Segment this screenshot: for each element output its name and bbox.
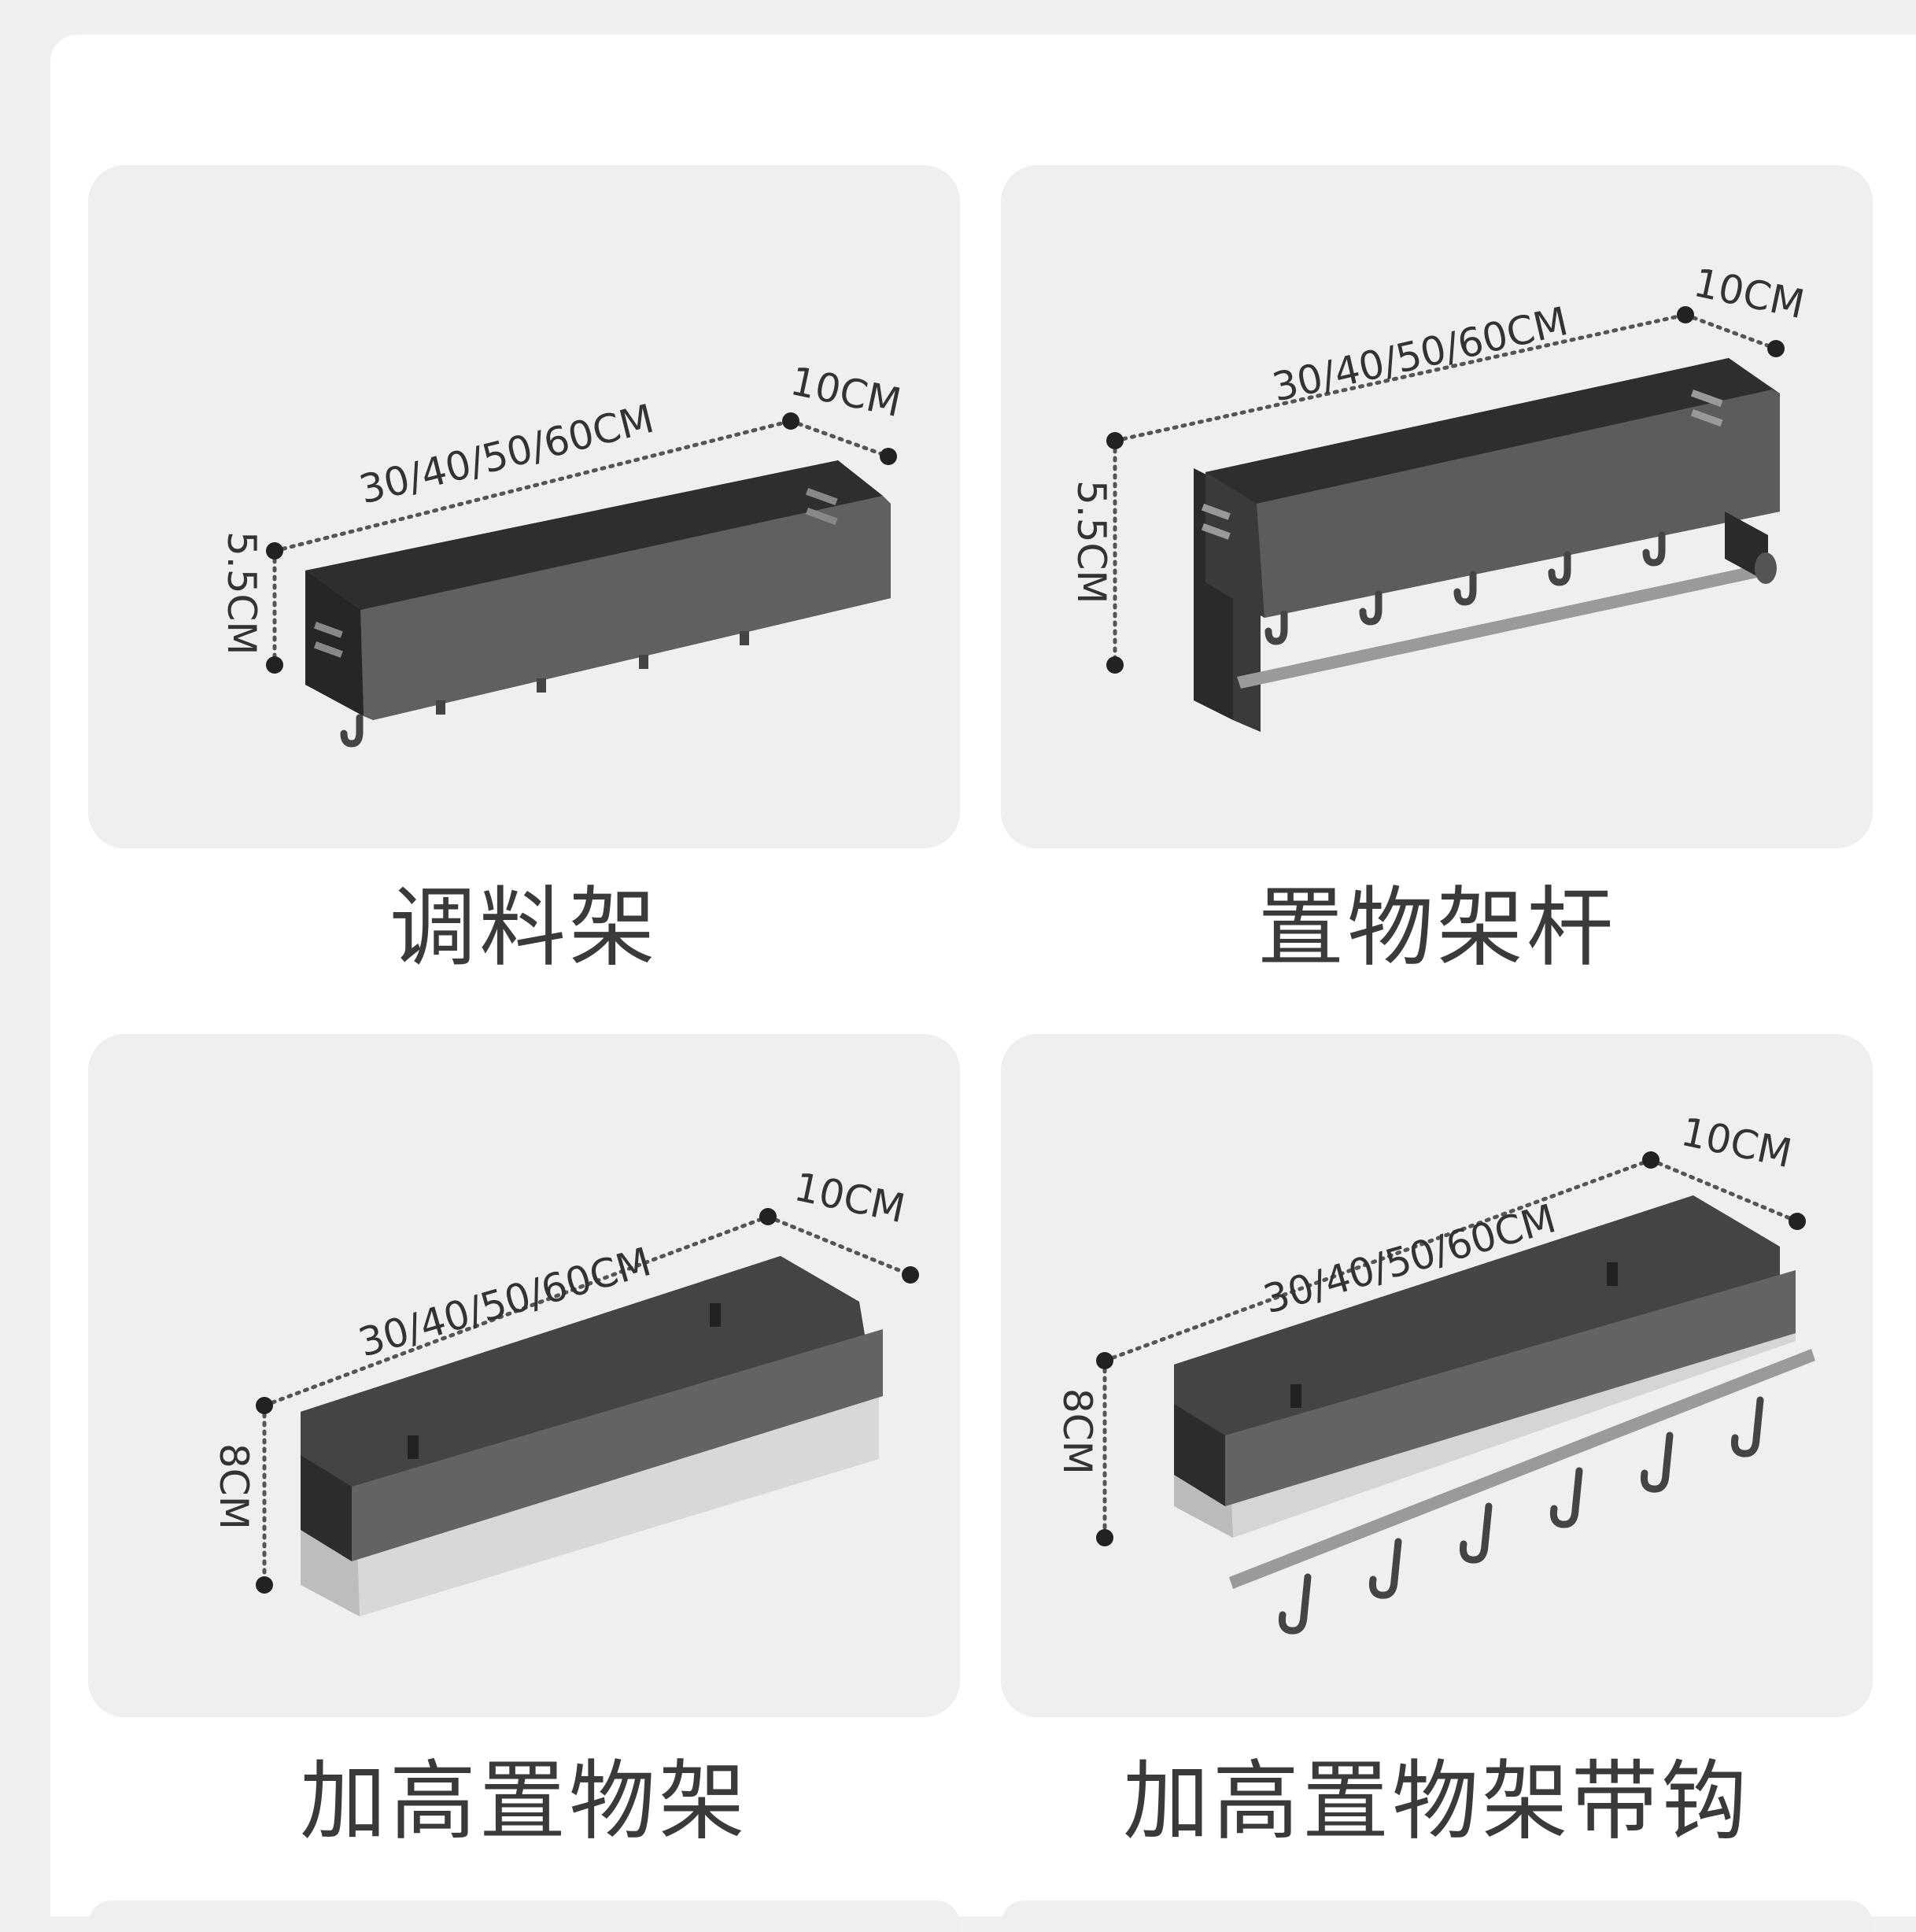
length-label: 30/40/50/60CM [355, 396, 659, 513]
spice-rack-illustration: 30/40/50/60CM 10CM 5.5CM [219, 358, 906, 748]
caption-tall-shelf: 加高置物架 [300, 1751, 748, 1852]
product-card-spice-rack[interactable]: 30/40/50/60CM 10CM 5.5CM [88, 165, 960, 848]
caption-shelf-rod: 置物架杆 [1257, 877, 1616, 978]
height-label: 8CM [1054, 1388, 1100, 1475]
product-card-shelf-rod[interactable]: 30/40/50/60CM 10CM 5.5CM [1001, 165, 1873, 848]
height-label: 5.5CM [1069, 480, 1114, 604]
product-card-tall-shelf[interactable]: 30/40/50/60CM 10CM 8CM [88, 1034, 960, 1717]
product-card-tall-shelf-hooks[interactable]: 30/40/50/60CM 10CM 8CM [1001, 1034, 1873, 1717]
height-label: 5.5CM [219, 531, 264, 656]
depth-label: 10CM [1678, 1109, 1796, 1177]
next-card-edge-left [88, 1901, 960, 1932]
length-label: 30/40/50/60CM [1268, 298, 1572, 411]
product-sheet: 30/40/50/60CM 10CM 5.5CM 调料架 [50, 35, 1916, 1916]
depth-label: 10CM [1690, 260, 1809, 327]
shelf-rod-illustration: 30/40/50/60CM 10CM 5.5CM [1069, 260, 1809, 732]
tall-shelf-illustration: 30/40/50/60CM 10CM 8CM [211, 1164, 919, 1616]
caption-tall-shelf-hooks: 加高置物架带钩 [1123, 1751, 1751, 1852]
height-label: 8CM [211, 1443, 257, 1530]
depth-label: 10CM [791, 1164, 910, 1232]
tall-shelf-hooks-illustration: 30/40/50/60CM 10CM 8CM [1054, 1109, 1815, 1635]
next-card-edge-right [1001, 1901, 1873, 1932]
caption-spice-rack: 调料架 [389, 877, 659, 978]
depth-label: 10CM [787, 358, 906, 426]
